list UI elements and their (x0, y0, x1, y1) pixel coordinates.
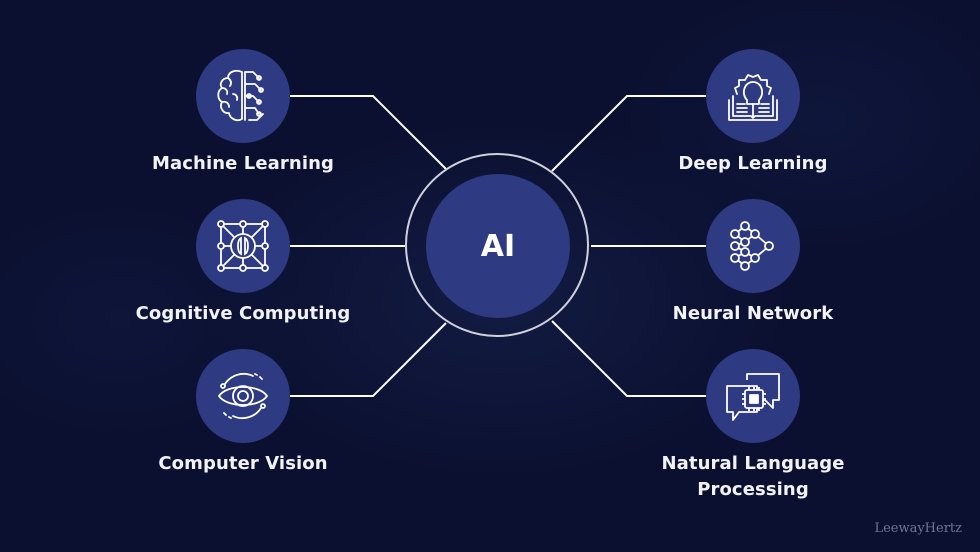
eye-scan-icon (217, 372, 269, 420)
node-deep-learning (706, 49, 800, 143)
node-neural-network (706, 199, 800, 293)
label-neural-network: Neural Network (672, 303, 834, 324)
book-lightbulb-gear-icon (728, 74, 778, 121)
connector-machine-learning (290, 95, 447, 170)
ai-label: AI (480, 228, 516, 264)
label-deep-learning: Deep Learning (678, 153, 828, 174)
node-machine-learning (196, 49, 290, 143)
neural-network-icon (730, 221, 774, 271)
node-computer-vision (196, 349, 290, 443)
label-cognitive-computing: Cognitive Computing (135, 303, 351, 324)
node-natural-language-processing (706, 349, 800, 443)
label-machine-learning: Machine Learning (152, 153, 334, 174)
ai-center-node: AI (426, 174, 570, 318)
connector-deep-learning (551, 95, 706, 172)
brain-circuit-icon (217, 69, 264, 122)
chat-chip-icon (726, 373, 780, 421)
node-cognitive-computing (196, 199, 290, 293)
connector-nlp (551, 320, 706, 397)
connector-computer-vision (290, 322, 447, 397)
ai-outer-ring (405, 153, 589, 337)
brain-network-grid-icon (217, 220, 269, 272)
label-computer-vision: Computer Vision (158, 453, 328, 474)
watermark-logo: LeewayHertz (874, 521, 962, 536)
label-nlp-line1: Natural Language (661, 453, 845, 474)
label-natural-language-processing: Natural Language Processing (623, 451, 883, 503)
label-nlp-line2: Processing (697, 479, 809, 500)
